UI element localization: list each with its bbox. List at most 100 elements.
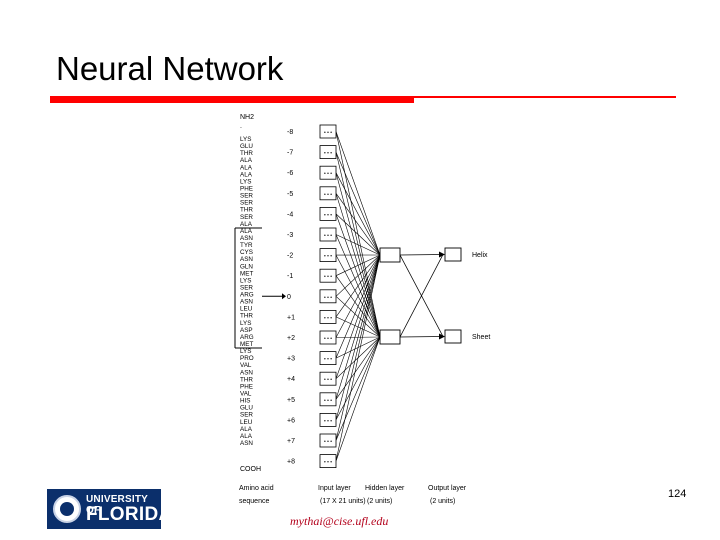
window-position-label: -8 (287, 129, 293, 136)
amino-acid-label: PRO (240, 355, 254, 362)
amino-acid-label: CYS (240, 249, 253, 256)
amino-acid-label: ASN (240, 440, 253, 447)
input-unit-dots: • • • (324, 192, 332, 198)
input-unit-box (319, 454, 337, 469)
input-unit-box (319, 371, 337, 386)
amino-acid-label: LYS (240, 178, 251, 185)
input-hidden-connection (335, 254, 381, 441)
input-hidden-connection (335, 213, 381, 256)
input-hidden-connection (335, 254, 381, 318)
amino-acid-label: ALA (240, 221, 253, 228)
amino-acid-label: PHE (240, 383, 253, 390)
amino-acid-label: SER (240, 193, 253, 200)
amino-acid-label: VAL (240, 391, 252, 398)
university-seal-icon (53, 495, 81, 523)
layer-caption-line1: Hidden layer (365, 485, 405, 492)
window-position-label: +6 (287, 417, 295, 424)
amino-acid-label: ASN (240, 369, 253, 376)
input-hidden-connection (335, 234, 381, 256)
input-hidden-connection (335, 336, 381, 421)
input-unit-box (319, 124, 337, 139)
input-unit-box (319, 309, 337, 324)
amino-acid-label: SER (240, 214, 253, 221)
amino-acid-label: GLN (240, 263, 253, 270)
output-arrow-head (439, 333, 445, 340)
input-hidden-connection (335, 254, 381, 297)
center-arrow-head (282, 293, 286, 300)
input-hidden-connection (335, 151, 381, 256)
input-unit-box (319, 289, 337, 304)
input-unit-dots: • • • (324, 377, 332, 383)
title-underline-thick (50, 96, 414, 103)
title-underline-thin (414, 96, 676, 98)
window-position-label: +8 (287, 459, 295, 466)
amino-acid-label: SER (240, 200, 253, 207)
amino-acid-label: ALA (240, 426, 253, 433)
input-unit-dots: • • • (324, 130, 332, 136)
input-hidden-connection (335, 336, 381, 441)
input-unit-dots: • • • (324, 357, 332, 363)
input-unit-box (319, 351, 337, 366)
input-unit-dots: • • • (324, 171, 332, 177)
amino-acid-label: GLU (240, 405, 253, 412)
amino-acid-label: HIS (240, 398, 251, 405)
amino-acid-label: ASP (240, 327, 253, 334)
window-position-label: -7 (287, 150, 293, 157)
amino-acid-label: PHE (240, 185, 253, 192)
page-number: 124 (668, 488, 687, 500)
input-hidden-connection (335, 254, 381, 462)
input-unit-box (319, 248, 337, 263)
input-unit-dots: • • • (324, 398, 332, 404)
amino-acid-label: MET (240, 270, 253, 277)
input-hidden-connection (335, 254, 381, 338)
layer-caption-line1: Amino acid (239, 485, 274, 492)
sequence-dot: . (240, 123, 242, 130)
input-hidden-connection (335, 254, 381, 276)
input-unit-dots: • • • (324, 295, 332, 301)
amino-acid-label: ALA (240, 228, 253, 235)
window-position-label: +5 (287, 397, 295, 404)
input-unit-dots: • • • (324, 151, 332, 157)
amino-acid-label: MET (240, 341, 253, 348)
hidden-output-connection (399, 254, 444, 256)
hidden-output-connection (399, 336, 444, 338)
amino-acid-label: SER (240, 284, 253, 291)
input-unit-box (319, 227, 337, 242)
layer-caption-line2: (17 X 21 units) (320, 498, 366, 505)
window-position-label: +7 (287, 438, 295, 445)
logo-line2: FLORIDA (86, 504, 173, 525)
amino-acid-label: ALA (240, 171, 253, 178)
amino-acid-label: ALA (240, 157, 253, 164)
window-position-label: -2 (287, 253, 293, 260)
window-position-label: +3 (287, 356, 295, 363)
university-logo: UNIVERSITY OF FLORIDA (47, 489, 172, 529)
amino-acid-label: LYS (240, 348, 251, 355)
input-hidden-connection (335, 172, 381, 256)
amino-acid-label: TYR (240, 242, 253, 249)
amino-acid-label: THR (240, 207, 253, 214)
amino-acid-label: LYS (240, 277, 251, 284)
input-hidden-connection (335, 254, 381, 359)
output-unit-box (444, 247, 462, 262)
input-unit-dots: • • • (324, 254, 332, 260)
input-unit-dots: • • • (324, 212, 332, 218)
output-unit-label: Sheet (472, 334, 490, 341)
amino-acid-label: ARG (240, 334, 254, 341)
sequence-start-label: NH2 (240, 114, 254, 121)
sequence-end-label: COOH (240, 466, 261, 473)
output-unit-box (444, 329, 462, 344)
layer-caption-line1: Input layer (318, 485, 351, 492)
amino-acid-label: ALA (240, 433, 253, 440)
amino-acid-label: ASN (240, 256, 253, 263)
input-unit-box (319, 392, 337, 407)
window-position-label: +1 (287, 314, 295, 321)
amino-acid-label: LEU (240, 306, 253, 313)
input-unit-dots: • • • (324, 439, 332, 445)
window-position-label: -3 (287, 232, 293, 239)
hidden-output-connection (399, 254, 444, 338)
amino-acid-label: THR (240, 313, 253, 320)
hidden-unit-box (379, 247, 401, 263)
footer-email: mythai@cise.ufl.edu (290, 514, 389, 528)
amino-acid-label: SER (240, 412, 253, 419)
